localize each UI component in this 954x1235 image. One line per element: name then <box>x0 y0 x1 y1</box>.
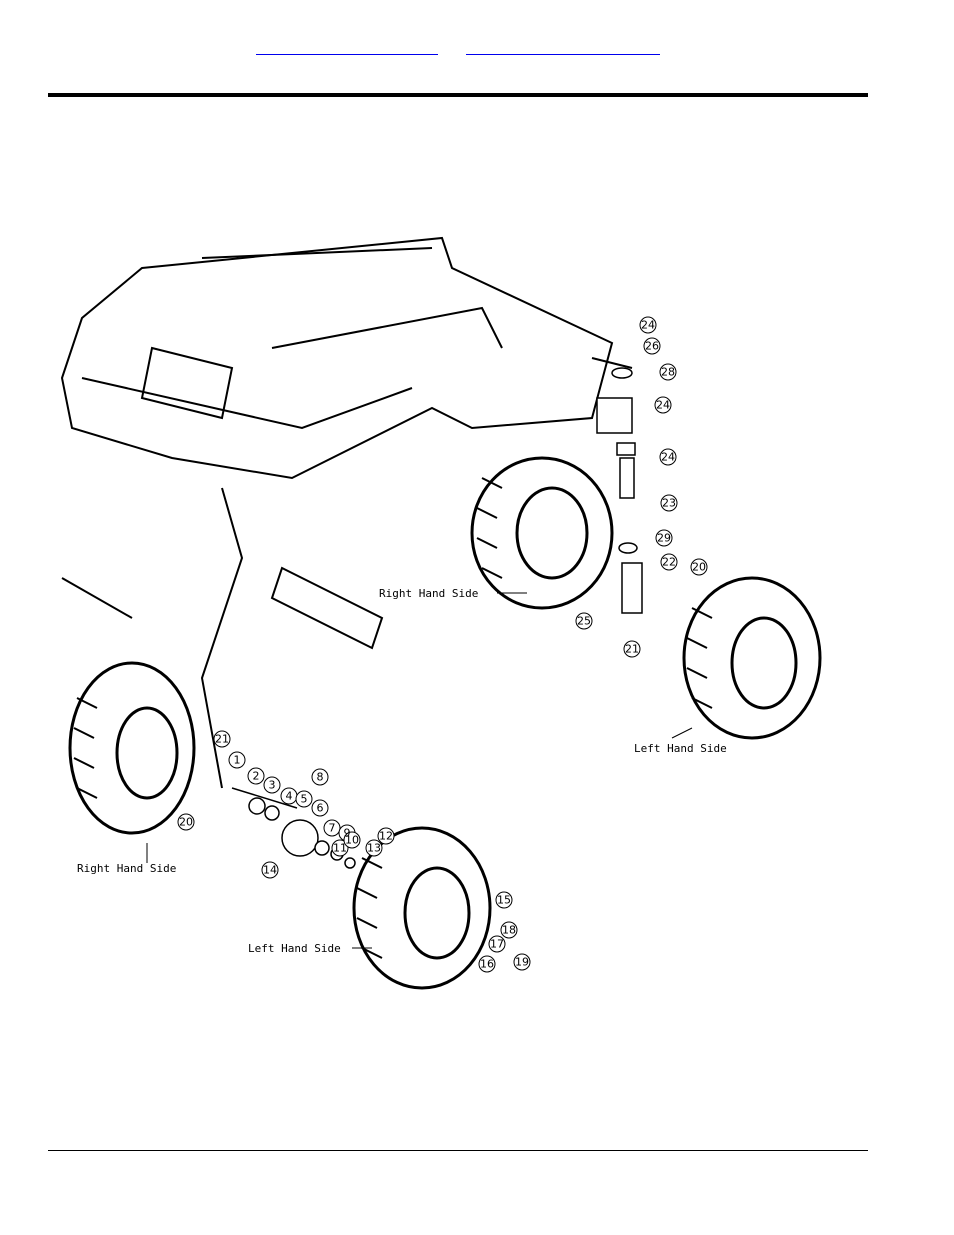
top-rule <box>48 93 868 97</box>
bottom-rule <box>48 1150 868 1151</box>
label-left-hand-side-front: Left Hand Side <box>248 942 341 955</box>
callout-17: 17 <box>490 938 504 951</box>
parts-diagram: 24 26 28 24 24 23 29 22 20 25 21 21 1 2 … <box>60 236 822 990</box>
callout-8: 8 <box>317 771 324 784</box>
callout-27: 24 <box>641 319 655 332</box>
callout-3: 3 <box>269 779 276 792</box>
callout-12: 12 <box>379 830 393 843</box>
callout-21b: 21 <box>215 733 229 746</box>
callout-18: 18 <box>502 924 516 937</box>
callout-2: 2 <box>253 770 260 783</box>
callout-23: 23 <box>662 497 676 510</box>
callout-7: 7 <box>329 822 336 835</box>
callout-28: 28 <box>661 366 675 379</box>
label-right-hand-side-front: Right Hand Side <box>77 862 176 875</box>
callout-11: 11 <box>333 842 347 855</box>
callout-24b: 24 <box>661 451 675 464</box>
callout-9: 9 <box>344 827 351 840</box>
callout-1: 1 <box>234 754 241 767</box>
callout-21: 21 <box>625 643 639 656</box>
label-left-hand-side-rear: Left Hand Side <box>634 742 727 755</box>
callout-15: 15 <box>497 894 511 907</box>
callout-16: 16 <box>480 958 494 971</box>
callout-24: 24 <box>656 399 670 412</box>
header-link-1[interactable] <box>256 40 438 55</box>
callout-4: 4 <box>286 790 293 803</box>
callout-19: 19 <box>515 956 529 969</box>
callout-22: 22 <box>662 556 676 569</box>
callout-13: 13 <box>367 842 381 855</box>
callout-5: 5 <box>301 793 308 806</box>
callout-29: 29 <box>657 532 671 545</box>
label-right-hand-side-rear: Right Hand Side <box>379 587 478 600</box>
callout-26: 26 <box>645 340 659 353</box>
header-link-2[interactable] <box>466 40 660 55</box>
callout-25: 25 <box>577 615 591 628</box>
callout-10: 10 <box>345 834 359 847</box>
callout-20: 20 <box>692 561 706 574</box>
callout-14: 14 <box>263 864 277 877</box>
callout-6: 6 <box>317 802 324 815</box>
callout-20b: 20 <box>179 816 193 829</box>
